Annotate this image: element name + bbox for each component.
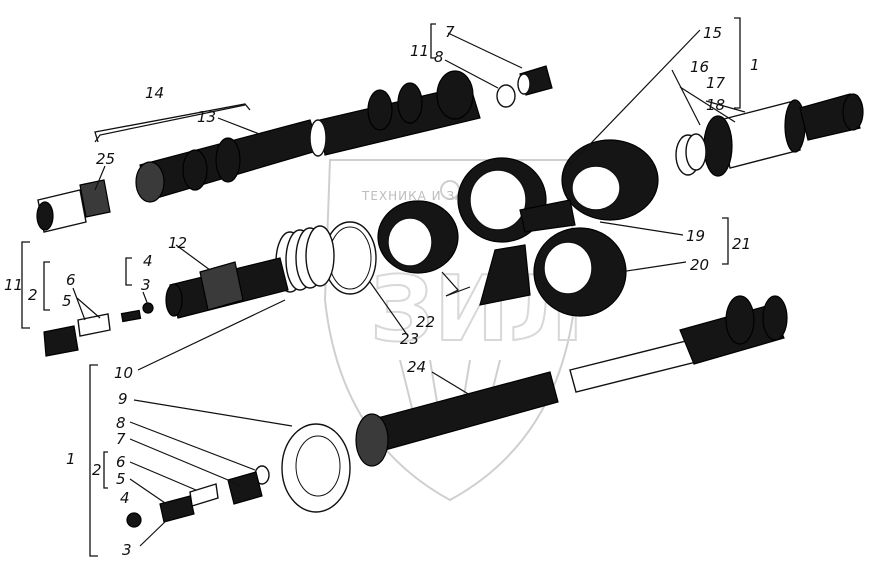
label-8-bottom: 8: [116, 414, 126, 432]
label-7-bottom: 7: [116, 430, 126, 448]
label-13: 13: [197, 108, 216, 126]
label-21: 21: [732, 235, 751, 253]
label-10: 10: [114, 364, 133, 382]
label-4-bottom: 4: [120, 489, 130, 507]
spring-4-left: [120, 309, 142, 323]
callout-labels: 14 13 25 7 11 8 15 16 17 18 1 19 21 20 2…: [4, 23, 760, 559]
label-4-left: 4: [143, 252, 153, 270]
sleeve-7-bottom: [227, 471, 263, 505]
label-5-left: 5: [62, 292, 72, 310]
label-1-top: 1: [750, 56, 760, 74]
label-7-top: 7: [445, 23, 455, 41]
retainer-9: [281, 423, 351, 513]
label-14: 14: [145, 84, 164, 102]
label-15: 15: [703, 24, 722, 42]
lock-6-bottom: [189, 483, 219, 507]
label-5-bottom: 5: [116, 470, 126, 488]
label-17: 17: [706, 74, 726, 92]
label-24: 24: [407, 358, 426, 376]
label-19: 19: [686, 227, 705, 245]
label-3-left: 3: [141, 276, 151, 294]
label-2-bottom: 2: [92, 461, 102, 479]
shaft-24: [355, 295, 788, 467]
label-12: 12: [168, 234, 187, 252]
label-16: 16: [690, 58, 709, 76]
label-23: 23: [400, 330, 419, 348]
label-2-left: 2: [28, 286, 38, 304]
fitting-25: [36, 179, 111, 233]
housing-1-top: [675, 93, 864, 177]
gear-ring-20: [533, 227, 627, 317]
label-11-left: 11: [4, 276, 23, 294]
label-6-bottom: 6: [116, 453, 126, 471]
label-8-top: 8: [434, 48, 444, 66]
label-20: 20: [690, 256, 709, 274]
label-1-bottom: 1: [66, 450, 76, 468]
label-18: 18: [706, 96, 725, 114]
synchro-ring-22: [377, 200, 459, 274]
plug-12: [165, 257, 289, 319]
plate-5-left: [77, 313, 111, 337]
label-22: 22: [416, 313, 435, 331]
plate-5-bottom: [159, 495, 195, 523]
sleeve-7-top: [517, 65, 553, 96]
fork-19: [457, 157, 576, 306]
ring-8-top: [496, 84, 516, 108]
shaft-13: [135, 70, 481, 203]
leader-lines: [72, 29, 746, 547]
label-6-left: 6: [66, 271, 76, 289]
ball-4-bottom: [126, 512, 142, 528]
ball-3-left: [142, 302, 154, 314]
label-25: 25: [96, 150, 115, 168]
label-3-bottom: 3: [122, 541, 132, 559]
gear-ring-15: [561, 139, 659, 221]
lock-6-left: [43, 325, 79, 357]
label-9: 9: [118, 390, 128, 408]
label-11-top: 11: [410, 42, 429, 60]
brackets: [21, 17, 741, 557]
